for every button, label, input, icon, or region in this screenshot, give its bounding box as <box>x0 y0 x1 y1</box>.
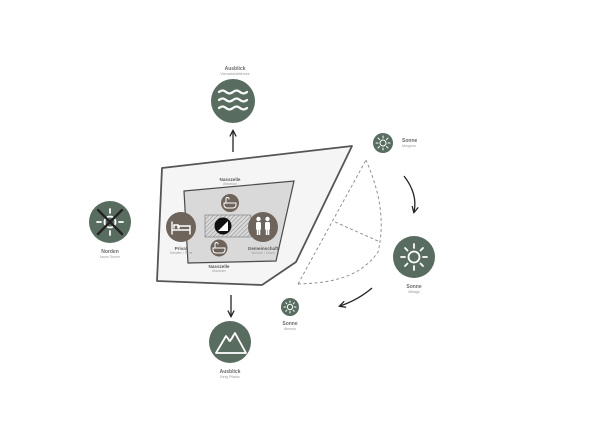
arrow-noon-to-evening <box>340 287 373 306</box>
waves-icon <box>217 89 249 111</box>
ausblick-bottom-title: Ausblick <box>220 369 241 375</box>
bathtub-icon <box>212 242 226 254</box>
bathtub-icon <box>223 197 237 209</box>
gemeinschaft-sub: Wohnen / Essen <box>251 251 275 255</box>
ausblick-bottom-sub: Berg Pilatus <box>220 375 240 379</box>
people-icon <box>256 216 270 235</box>
nasszelle-bottom-sub: Abwasser <box>212 269 227 273</box>
node-norden: Norden kaum Sonne <box>89 201 131 259</box>
nasszelle-bottom-title: Nasszelle <box>209 264 230 269</box>
sonne-mittags-sub: Mittags <box>408 290 420 294</box>
privat-title: Privat <box>175 246 188 251</box>
norden-title: Norden <box>101 249 119 255</box>
bath-top <box>221 194 239 212</box>
sun-icon <box>283 300 297 314</box>
zone-privat: Privat Schlafen / Ruhe <box>166 212 196 255</box>
sonne-morgens-title: Sonne <box>402 138 417 144</box>
sonne-mittags-title: Sonne <box>406 284 421 290</box>
crossed-sun-icon <box>96 208 124 236</box>
mountain-icon <box>215 332 247 354</box>
gemeinschaft-title: Gemeinschaft <box>248 246 279 251</box>
sonne-abends-title: Sonne <box>282 321 297 327</box>
node-ausblick-top: Ausblick Vierwaldstättersee <box>211 66 255 123</box>
node-ausblick-bottom: Ausblick Berg Pilatus <box>209 321 251 379</box>
sun-path-sector <box>297 159 382 285</box>
node-sonne-morgens: Sonne Morgens <box>373 133 417 153</box>
nasszelle-top-sub: Abwasser <box>223 182 238 186</box>
privat-sub: Schlafen / Ruhe <box>170 251 193 255</box>
zone-gemeinschaft: Gemeinschaft Wohnen / Essen <box>248 212 279 255</box>
bath-bottom <box>210 239 228 257</box>
nasszelle-top-title: Nasszelle <box>220 177 241 182</box>
stairs-icon <box>218 221 228 231</box>
ausblick-top-title: Ausblick <box>225 66 246 72</box>
ausblick-top-sub: Vierwaldstättersee <box>220 72 250 76</box>
bed-icon <box>171 221 191 235</box>
core-stairs <box>214 217 232 235</box>
sonne-morgens-sub: Morgens <box>402 144 416 148</box>
sonne-abends-sub: Abends <box>284 327 296 331</box>
arrow-morning-to-noon <box>403 175 415 212</box>
sun-icon <box>400 243 428 271</box>
sun-icon <box>375 135 391 151</box>
node-sonne-mittags: Sonne Mittags <box>393 236 435 294</box>
norden-sub: kaum Sonne <box>100 255 120 259</box>
node-sonne-abends: Sonne Abends <box>281 298 299 331</box>
